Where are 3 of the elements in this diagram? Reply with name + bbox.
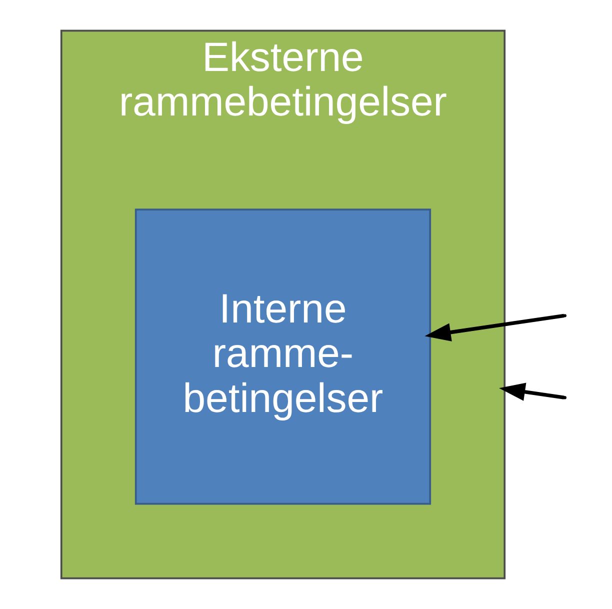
arrow — [424, 314, 564, 342]
node-box: Interne ramme- betingelser — [134, 208, 432, 505]
arrow — [499, 382, 564, 401]
